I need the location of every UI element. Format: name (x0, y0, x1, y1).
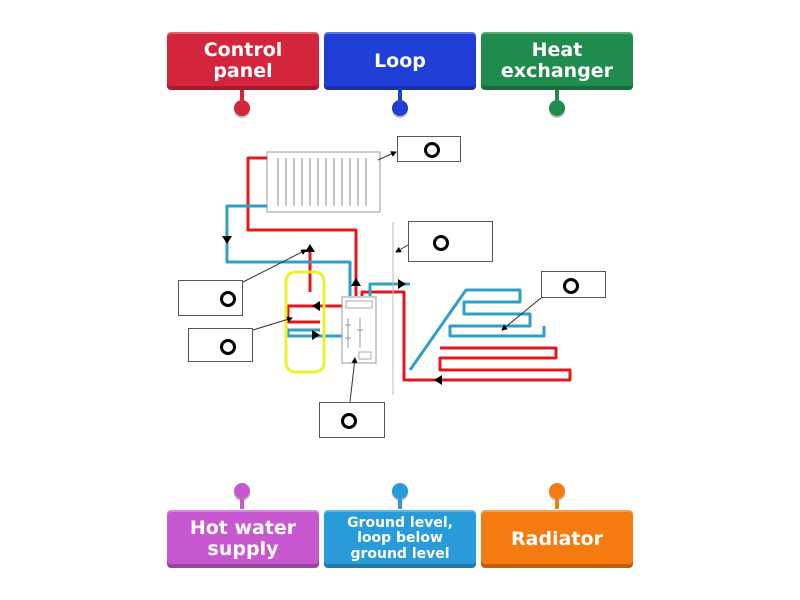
tile-hot-water-stem (240, 499, 244, 509)
tile-ground-level-pin-icon[interactable] (392, 483, 408, 499)
radiator-unit (266, 151, 381, 213)
tile-radiator-label: Radiator (511, 527, 603, 550)
tile-heat-exchanger-pin-icon[interactable] (549, 100, 565, 116)
tile-control-panel-label: Control panel (203, 39, 283, 82)
tile-hot-water-supply[interactable]: Hot water supply (167, 510, 319, 568)
drop-slot-control-panel[interactable] (319, 402, 385, 438)
tile-ground-level[interactable]: Ground level, loop below ground level (324, 510, 476, 568)
tile-hot-water-pin-icon[interactable] (234, 483, 250, 499)
hot-pipe (246, 156, 572, 382)
tile-loop-pin-icon[interactable] (392, 100, 408, 116)
tile-radiator-stem (555, 499, 559, 509)
tile-hot-water-supply-label: Hot water supply (189, 517, 297, 560)
hot-water-tank (284, 270, 326, 374)
leader-lines (242, 151, 542, 403)
tile-control-panel-stem (240, 90, 244, 100)
hollow-circle-icon (424, 142, 440, 158)
hollow-circle-icon (341, 413, 357, 429)
cold-pipe (225, 204, 546, 371)
drop-slot-loop[interactable] (541, 271, 606, 298)
hollow-circle-icon (433, 235, 449, 251)
tile-heat-exchanger-stem (555, 90, 559, 100)
tile-heat-exchanger[interactable]: Heat exchanger (481, 32, 633, 90)
tile-loop-label: Loop (374, 49, 426, 72)
drop-slot-radiator[interactable] (397, 136, 461, 162)
tile-loop[interactable]: Loop (324, 32, 476, 90)
drop-slot-hot-water[interactable] (178, 280, 243, 316)
tile-ground-level-label: Ground level, loop below ground level (347, 514, 453, 562)
tile-control-panel[interactable]: Control panel (167, 32, 319, 90)
tile-loop-stem (398, 90, 402, 100)
heat-pump-box (341, 296, 377, 364)
hollow-circle-icon (220, 291, 236, 307)
drop-slot-ground-level[interactable] (408, 221, 493, 262)
tile-radiator[interactable]: Radiator (481, 510, 633, 568)
tile-heat-exchanger-label: Heat exchanger (500, 39, 614, 82)
tile-control-panel-pin-icon[interactable] (234, 100, 250, 116)
flow-arrows (222, 236, 442, 385)
hollow-circle-icon (563, 278, 579, 294)
hollow-circle-icon (220, 339, 236, 355)
drop-slot-heat-exchanger[interactable] (188, 328, 253, 362)
tile-ground-level-stem (398, 499, 402, 509)
tile-radiator-pin-icon[interactable] (549, 483, 565, 499)
